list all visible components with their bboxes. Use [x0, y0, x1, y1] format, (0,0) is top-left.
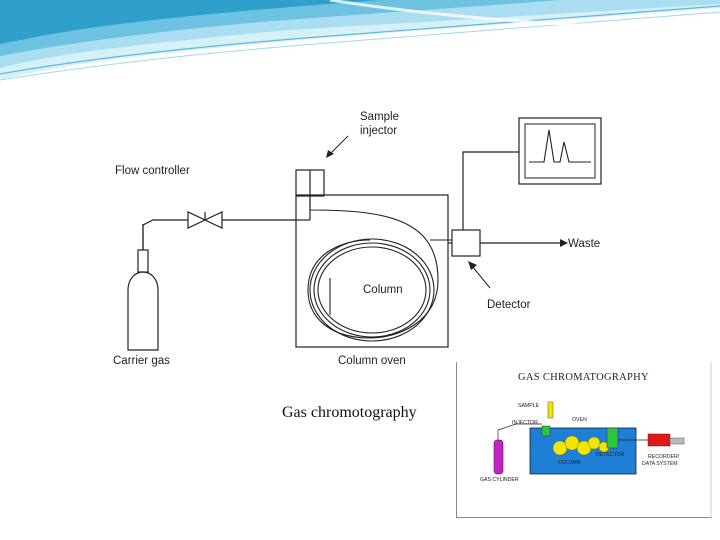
label-sample-injector-1: Sample [360, 111, 399, 123]
inset-label-injector: INJECTOR [512, 420, 538, 426]
gc-schematic: Sample injector Flow controller Carrier … [113, 111, 602, 367]
detector-signal-line [462, 151, 519, 230]
inset-column-coil [552, 435, 610, 456]
inset-label-recorder-2: DATA SYSTEM [642, 461, 678, 467]
slide-caption: Gas chromotography [282, 404, 417, 421]
waste-arrow-icon [560, 239, 568, 247]
label-carrier-gas: Carrier gas [113, 355, 170, 367]
inset-title: GAS CHROMATOGRAPHY [518, 372, 649, 383]
injector-pointer-icon [326, 150, 334, 158]
inset-recorder [647, 433, 671, 447]
carrier-gas-cylinder [127, 249, 159, 351]
label-column-oven: Column oven [338, 355, 406, 367]
inset-label-recorder-1: RECORDER/ [648, 454, 680, 460]
column-coil [307, 196, 452, 342]
inset-label-oven: OVEN [572, 417, 587, 423]
column-oven [295, 194, 449, 348]
detector-pointer-icon [468, 261, 477, 270]
inset-label-detector: DETECTOR [596, 452, 625, 458]
label-sample-injector-2: injector [360, 125, 397, 137]
label-waste: Waste [568, 238, 600, 250]
flow-valve-icon [187, 211, 223, 229]
header-wave [0, 0, 720, 81]
gas-line [142, 219, 296, 250]
inset-injector [547, 401, 554, 419]
inset-detector [606, 427, 619, 449]
label-detector: Detector [487, 299, 531, 311]
chromatogram-trace [529, 129, 591, 163]
label-flow-controller: Flow controller [115, 165, 190, 177]
inset-label-sample: SAMPLE [518, 403, 540, 409]
label-column: Column [363, 284, 403, 296]
gc-inset-diagram: GAS CHROMATOGRAPHY SAMPLE INJECTOR OVEN … [456, 362, 712, 518]
inset-label-column: COLUMN [558, 460, 581, 466]
inset-label-gas-cylinder: GAS CYLINDER [480, 477, 519, 483]
detector-box [451, 229, 481, 257]
inset-gas-cylinder [493, 439, 504, 475]
recorder-monitor [518, 117, 602, 185]
